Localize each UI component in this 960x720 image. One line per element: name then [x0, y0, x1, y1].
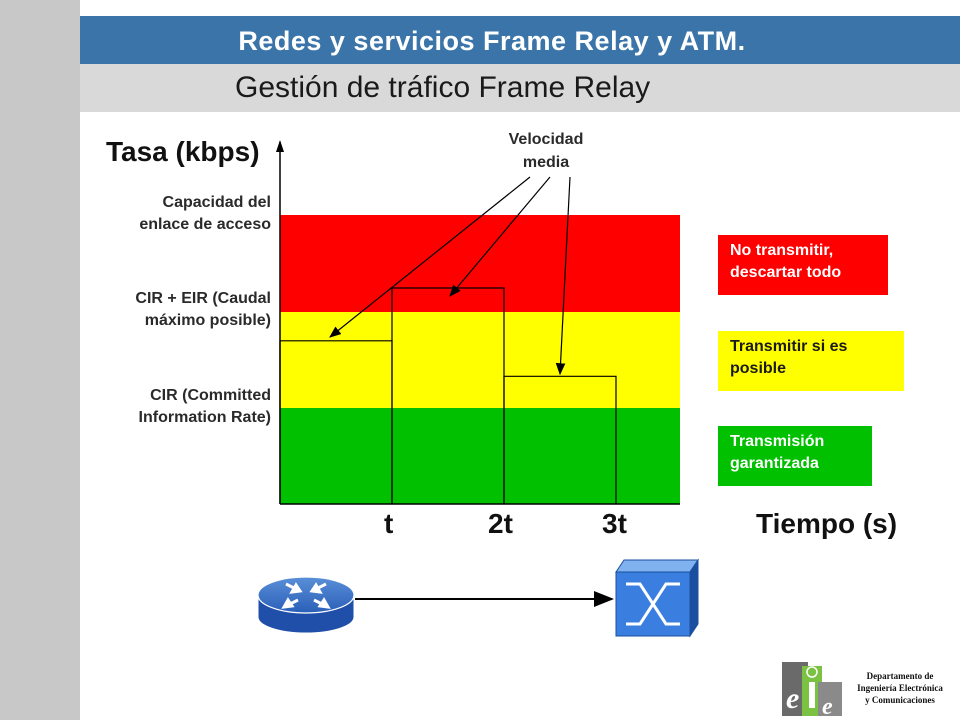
header-bar: Redes y servicios Frame Relay y ATM. [80, 16, 960, 64]
legend-green: Transmisión garantizada [718, 426, 872, 486]
left-strip [0, 0, 80, 720]
x-tick-t: t [384, 508, 394, 539]
rate-step-3 [503, 375, 617, 504]
y-axis-arrow-icon [276, 140, 284, 152]
legend-red: No transmitir, descartar todo [718, 235, 888, 295]
frame-relay-switch-icon [615, 558, 699, 638]
level-label-capacity: Capacidad del enlace de acceso [139, 194, 271, 233]
svg-text:e: e [786, 682, 799, 715]
level-label-cir-eir: CIR + EIR (Caudal máximo posible) [135, 290, 271, 329]
region-red [280, 215, 680, 312]
level-label-cir: CIR (Committed Information Rate) [138, 387, 271, 426]
header-title: Redes y servicios Frame Relay y ATM. [238, 26, 746, 56]
x-tick-2t: 2t [488, 508, 513, 539]
velocidad-media-arrow-2 [449, 176, 551, 297]
x-axis-title: Tiempo (s) [756, 508, 898, 539]
rate-steps [279, 287, 617, 504]
logo-text: Departamento de Ingeniería Electrónica y… [857, 671, 943, 705]
region-green [280, 408, 680, 504]
router-icon [257, 576, 355, 634]
eie-logo-icon: e e [782, 662, 842, 718]
region-yellow [280, 312, 680, 408]
slide-subtitle: Gestión de tráfico Frame Relay [235, 71, 651, 104]
velocidad-media-arrow-3 [555, 176, 571, 376]
subtitle-bar: Gestión de tráfico Frame Relay [80, 64, 960, 112]
legend-yellow: Transmitir si es posible [718, 331, 904, 391]
velocidad-media-arrow-1 [329, 176, 531, 338]
velocidad-media-label: Velocidad media [508, 131, 584, 171]
y-axis-title: Tasa (kbps) [106, 136, 260, 167]
x-tick-3t: 3t [602, 508, 627, 539]
svg-text:e: e [822, 694, 833, 718]
